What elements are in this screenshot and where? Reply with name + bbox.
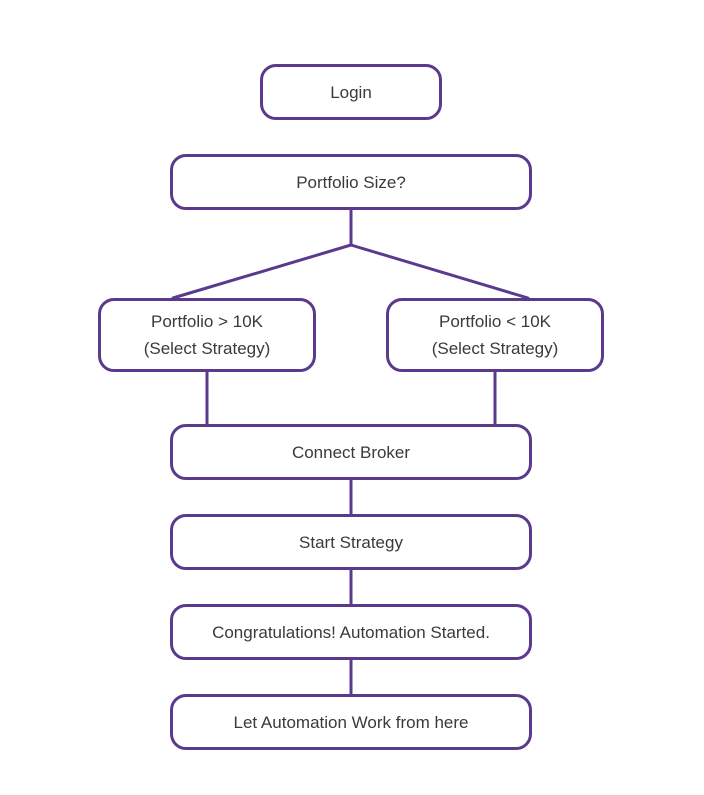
connect-broker-node: Connect Broker	[170, 424, 532, 480]
automation-started-node: Congratulations! Automation Started.	[170, 604, 532, 660]
edge-branch-to-gt10k	[171, 243, 353, 300]
automation-started-node-label: Congratulations! Automation Started.	[212, 622, 490, 642]
let-automation-work-node: Let Automation Work from here	[170, 694, 532, 750]
start-strategy-node: Start Strategy	[170, 514, 532, 570]
start-strategy-node-label: Start Strategy	[299, 532, 403, 552]
portfolio-gt-10k-line2: (Select Strategy)	[143, 339, 271, 358]
portfolio-size-node-label: Portfolio Size?	[296, 172, 406, 192]
portfolio-gt-10k-line1: Portfolio > 10K	[151, 312, 263, 331]
connect-broker-node-label: Connect Broker	[291, 442, 411, 462]
portfolio-lt-10k-node: Portfolio < 10K (Select Strategy)	[386, 298, 604, 372]
portfolio-lt-10k-line1: Portfolio < 10K	[439, 312, 551, 331]
login-node: Login	[260, 64, 442, 120]
portfolio-gt-10k-node: Portfolio > 10K (Select Strategy)	[98, 298, 316, 372]
let-automation-work-node-label: Let Automation Work from here	[233, 712, 469, 732]
portfolio-lt-10k-line2: (Select Strategy)	[431, 339, 559, 358]
edge-branch-to-lt10k	[349, 243, 530, 300]
portfolio-size-node: Portfolio Size?	[170, 154, 532, 210]
login-node-label: Login	[330, 82, 372, 102]
